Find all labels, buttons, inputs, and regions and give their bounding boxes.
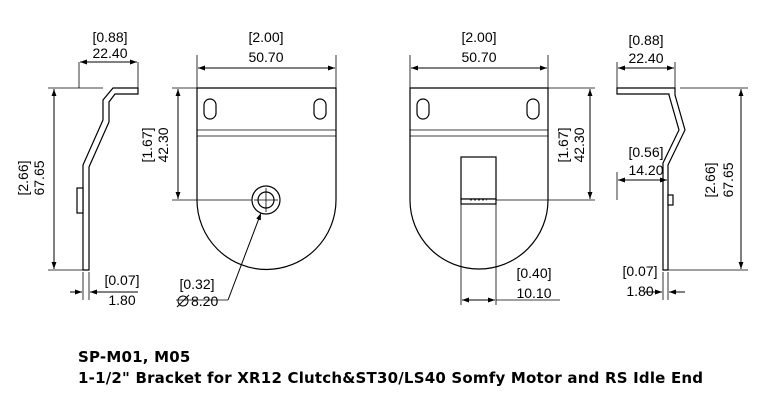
height-mm-front-left: 42.30 — [155, 127, 171, 162]
hole-inch: [0.32] — [179, 276, 214, 292]
mount-slot-left-a — [203, 98, 217, 120]
height-mm-front-right: 42.30 — [571, 127, 587, 162]
height-mm-right: 67.65 — [720, 162, 736, 197]
motor-slot-tab — [460, 198, 497, 205]
width-mm-left: 22.40 — [92, 45, 127, 61]
slot-mm: 10.10 — [516, 285, 551, 301]
offset-inch: [0.56] — [628, 144, 663, 160]
bracket-tab-left — [76, 187, 84, 214]
model-caption: SP-M01, M05 — [78, 348, 191, 366]
width-mm-front-right: 50.70 — [461, 49, 496, 65]
thickness-mm-right: 1.80 — [626, 283, 653, 299]
slot-inch: [0.40] — [516, 265, 551, 281]
mount-slot-left-b — [313, 98, 327, 120]
width-inch-front-left: [2.00] — [248, 29, 283, 45]
side-view-left: [0.88] 22.40 [2.66] 67.65 [0.07] 1.80 — [15, 29, 140, 308]
front-view-right: [2.00] 50.70 [1.67] 42.30 [0.40] 10.10 — [409, 29, 595, 305]
offset-mm: 14.20 — [628, 162, 663, 178]
width-inch-right: [0.88] — [628, 32, 663, 48]
width-mm-right: 22.40 — [628, 50, 663, 66]
width-mm-front-left: 50.70 — [248, 49, 283, 65]
description-caption: 1-1/2" Bracket for XR12 Clutch&ST30/LS40… — [78, 369, 704, 387]
height-inch-front-right: [1.67] — [555, 127, 571, 162]
width-inch-left: [0.88] — [92, 29, 127, 45]
bracket-tab-right — [667, 194, 674, 206]
diameter-icon — [176, 294, 190, 308]
bracket-profile-right — [616, 87, 686, 271]
height-inch-left: [2.66] — [15, 160, 31, 195]
hole-mm: 8.20 — [191, 293, 218, 309]
height-inch-front-left: [1.67] — [139, 127, 155, 162]
motor-slot — [460, 156, 497, 200]
width-inch-front-right: [2.00] — [461, 29, 496, 45]
mount-slot-right-b — [526, 98, 540, 120]
side-view-right: [0.88] 22.40 [0.56] 14.20 [2.66] 67.65 [… — [616, 32, 748, 300]
thickness-inch-left: [0.07] — [104, 272, 139, 288]
bracket-profile-left — [82, 87, 139, 271]
front-view-left: [2.00] 50.70 [1.67] 42.30 [0.32] 8.20 — [139, 29, 337, 309]
thickness-mm-left: 1.80 — [108, 292, 135, 308]
height-inch-right: [2.66] — [702, 162, 718, 197]
height-mm-left: 67.65 — [31, 160, 47, 195]
thickness-inch-right: [0.07] — [622, 263, 657, 279]
mount-slot-right-a — [416, 98, 430, 120]
bracket-face-left — [196, 87, 337, 271]
